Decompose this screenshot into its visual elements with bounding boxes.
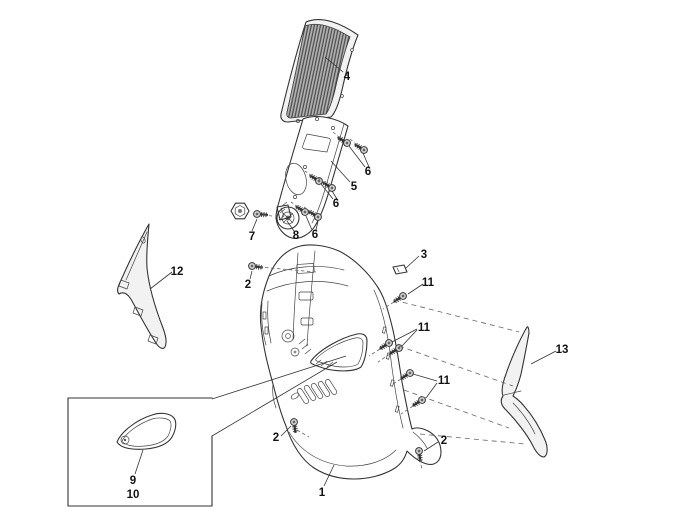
- part-3-clip: [392, 264, 408, 275]
- part-9-10-lens: [116, 412, 177, 450]
- part-1-front-shield: [259, 244, 442, 480]
- leader-lines: [134, 56, 557, 487]
- callout-label-7: 7: [249, 231, 255, 243]
- callout-label-6: 6: [312, 229, 318, 241]
- part-13-right-trim: [500, 326, 548, 458]
- callout-label-9: 9: [130, 475, 136, 487]
- callout-label-8: 8: [293, 230, 300, 242]
- callout-label-11: 11: [422, 277, 435, 289]
- callout-label-10: 10: [127, 489, 140, 501]
- part-4-grille: [280, 18, 359, 123]
- callout-label-2: 2: [441, 435, 447, 447]
- screw-2-icon: [247, 261, 265, 272]
- callout-label-11: 11: [438, 375, 451, 387]
- callout-label-5: 5: [351, 181, 358, 193]
- part-7-well-nut: [230, 202, 250, 220]
- part-8-clip: [276, 204, 292, 221]
- callout-label-13: 13: [556, 344, 569, 356]
- callout-label-2: 2: [245, 279, 251, 291]
- screw-7-icon: [252, 209, 270, 220]
- detail-box: [67, 355, 347, 507]
- part-12-left-trim: [117, 223, 167, 349]
- callout-label-4: 4: [344, 71, 351, 83]
- callout-label-1: 1: [319, 487, 326, 499]
- vent-slats: [290, 379, 338, 404]
- callout-labels: 4 6 5 6 7 8 6 2 3 11 11 11 12 13 2 2 1 9…: [127, 71, 569, 501]
- callout-label-2: 2: [273, 432, 279, 444]
- callout-label-6: 6: [333, 198, 339, 210]
- callout-label-11: 11: [418, 322, 431, 334]
- callout-label-12: 12: [171, 266, 184, 278]
- dashed-lines: [258, 131, 526, 471]
- callout-label-3: 3: [421, 249, 427, 261]
- callout-label-6: 6: [365, 166, 371, 178]
